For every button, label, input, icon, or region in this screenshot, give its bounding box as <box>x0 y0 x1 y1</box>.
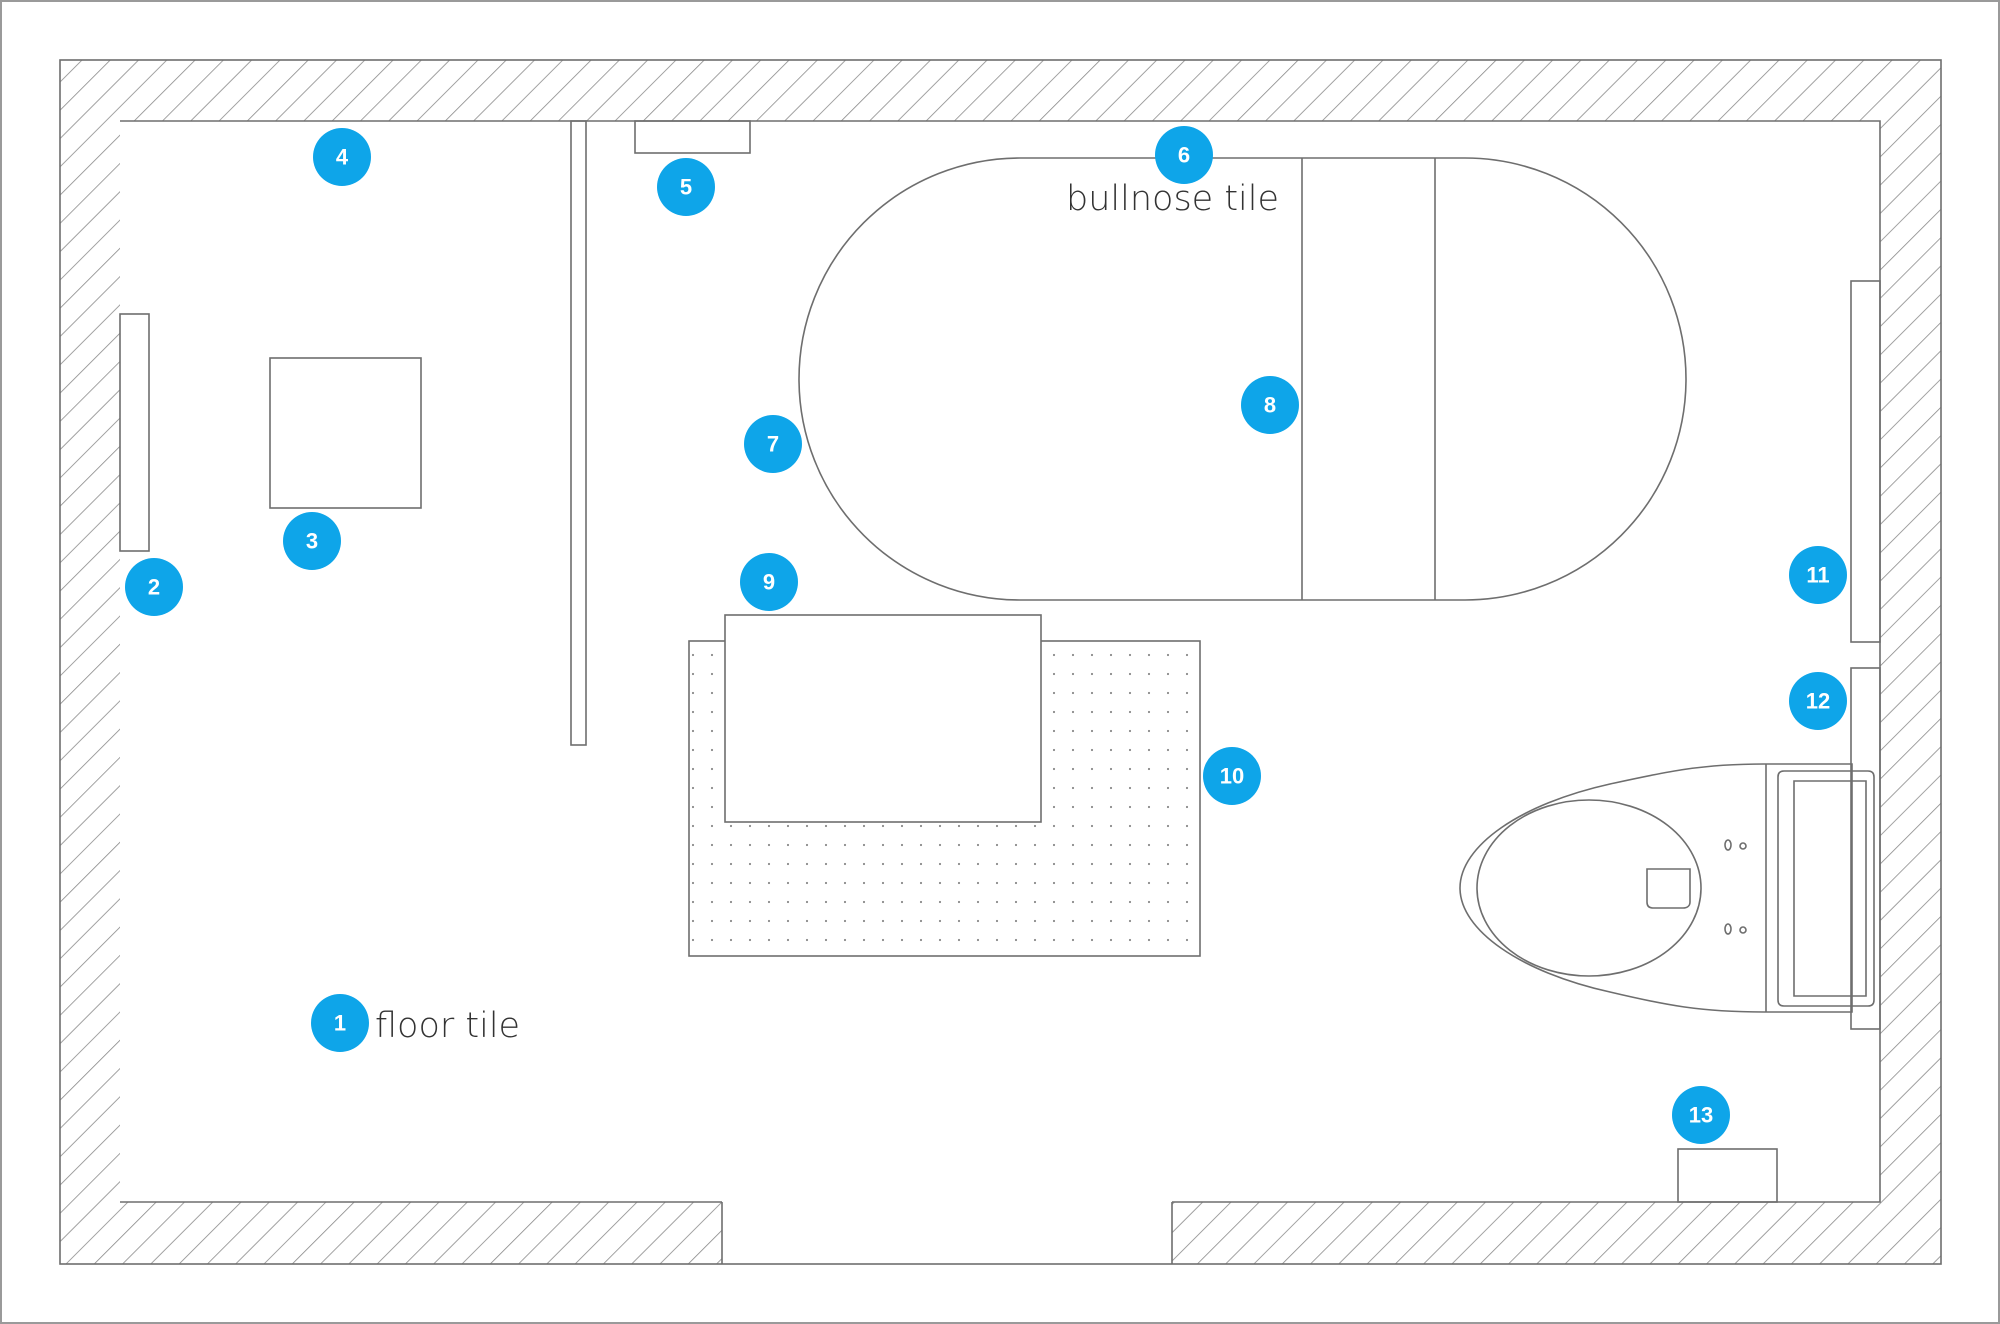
marker-7: 7 <box>744 415 802 473</box>
svg-text:3: 3 <box>306 529 318 554</box>
svg-text:9: 9 <box>763 570 775 595</box>
shower-niche <box>634 120 751 154</box>
marker-11: 11 <box>1789 546 1847 604</box>
left-wall-fixture <box>119 313 150 552</box>
marker-8: 8 <box>1241 376 1299 434</box>
svg-text:6: 6 <box>1178 143 1190 168</box>
svg-text:11: 11 <box>1806 563 1829 588</box>
marker-1: 1 <box>311 994 369 1052</box>
toilet-wall-panel <box>1850 667 1881 1030</box>
marker-5: 5 <box>657 158 715 216</box>
svg-text:5: 5 <box>680 175 692 200</box>
marker-6: 6 <box>1155 126 1213 184</box>
toilet <box>1459 763 1875 1013</box>
marker-9: 9 <box>740 553 798 611</box>
bathtub <box>798 157 1687 601</box>
marker-12: 12 <box>1789 672 1847 730</box>
doorway <box>721 1202 1173 1264</box>
svg-text:12: 12 <box>1806 689 1830 714</box>
bullnose-tile-caption: bullnose tile <box>1066 179 1279 219</box>
walls <box>59 59 1942 1265</box>
right-wall-cabinet <box>1850 280 1881 643</box>
floor-drain-square <box>269 357 422 509</box>
marker-2: 2 <box>125 558 183 616</box>
svg-text:1: 1 <box>334 1011 346 1036</box>
svg-text:10: 10 <box>1220 764 1244 789</box>
marker-13: 13 <box>1672 1086 1730 1144</box>
marker-4: 4 <box>313 128 371 186</box>
svg-text:8: 8 <box>1264 393 1276 418</box>
svg-text:2: 2 <box>148 575 160 600</box>
shower-glass-partition <box>570 120 587 746</box>
svg-text:13: 13 <box>1689 1103 1713 1128</box>
marker-10: 10 <box>1203 747 1261 805</box>
floor-outlet-box <box>1677 1148 1778 1203</box>
bench <box>724 614 1042 823</box>
svg-text:7: 7 <box>767 432 779 457</box>
svg-text:4: 4 <box>336 145 349 170</box>
floor-tile-caption: floor tile <box>375 1006 520 1046</box>
marker-3: 3 <box>283 512 341 570</box>
